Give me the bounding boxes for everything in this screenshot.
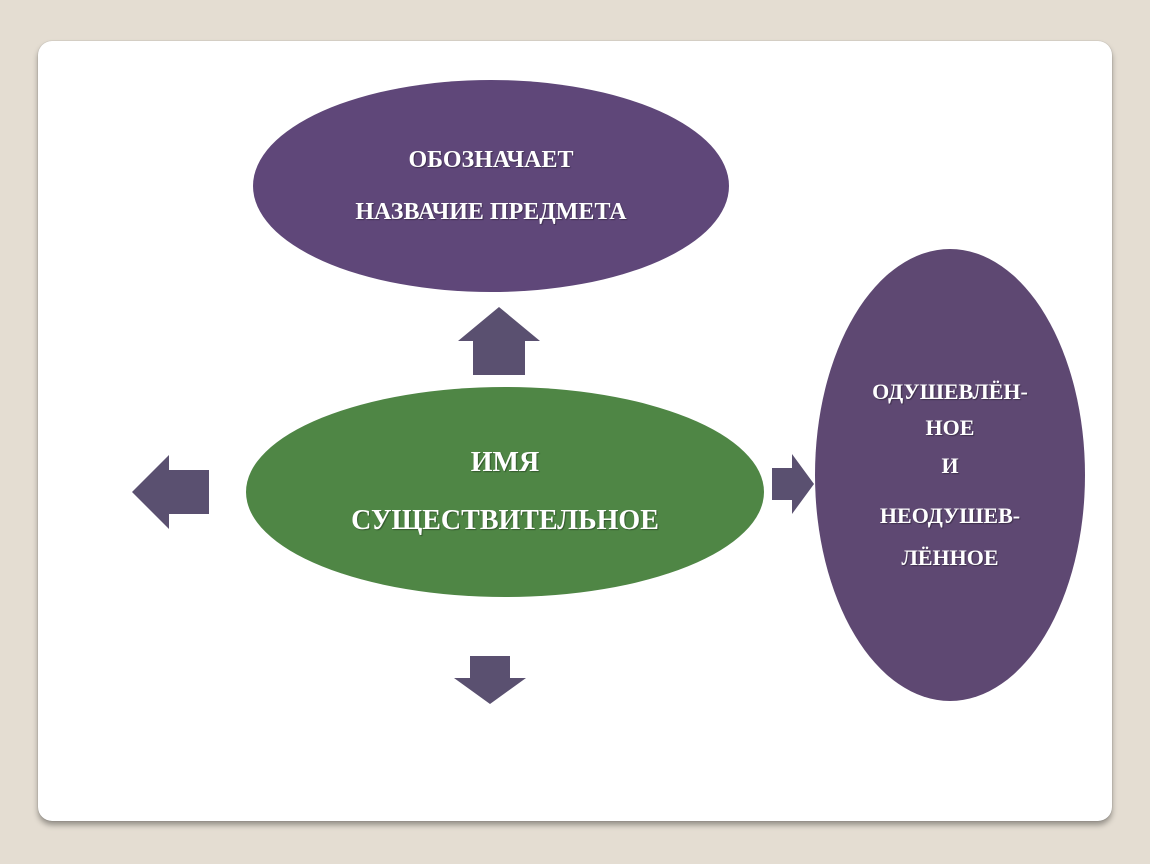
- center-node-noun: ИМЯ СУЩЕСТВИТЕЛЬНОЕ: [246, 387, 764, 597]
- top-node-line1: ОБОЗНАЧАЕТ: [408, 147, 574, 173]
- right-node-line1: ОДУШЕВЛЁН-: [872, 379, 1028, 404]
- arrow-down-icon: [454, 656, 526, 704]
- right-node-animacy: ОДУШЕВЛЁН- НОЕ И НЕОДУШЕВ- ЛЁННОЕ: [815, 249, 1085, 701]
- right-node-line4: НЕОДУШЕВ-: [879, 503, 1021, 528]
- arrow-right-icon: [772, 454, 814, 514]
- top-node-line2: НАЗВАЧИЕ ПРЕДМЕТА: [355, 199, 627, 225]
- right-node-line5: ЛЁННОЕ: [901, 545, 999, 570]
- arrow-up-icon: [458, 307, 540, 375]
- right-node-line2: НОЕ: [925, 415, 975, 440]
- top-node-meaning: ОБОЗНАЧАЕТ НАЗВАЧИЕ ПРЕДМЕТА: [253, 80, 729, 292]
- center-node-line2: СУЩЕСТВИТЕЛЬНОЕ: [351, 505, 659, 536]
- center-node-line1: ИМЯ: [470, 447, 540, 478]
- arrow-left-icon: [132, 455, 209, 529]
- right-node-line3: И: [941, 453, 959, 478]
